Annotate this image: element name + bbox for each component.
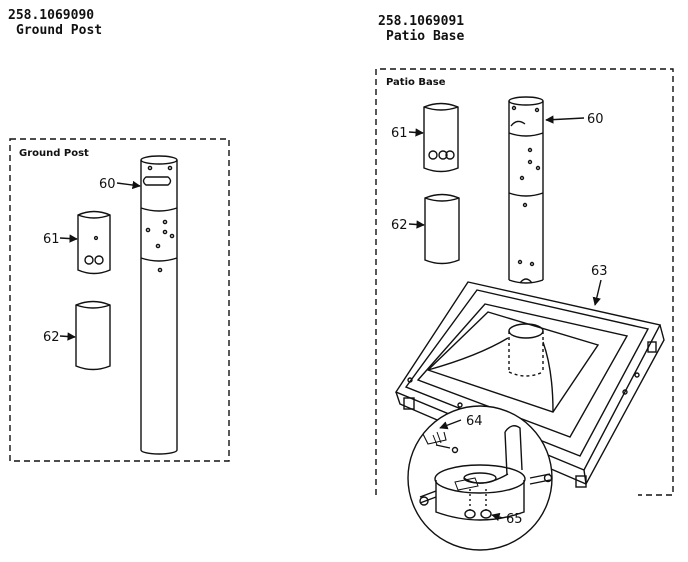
- patio-callout-62: 62: [391, 218, 408, 233]
- left-header: 258.1069090 Ground Post: [8, 8, 102, 38]
- patio-sleeve-part-61: [423, 102, 459, 173]
- ground-post-box-label: Ground Post: [19, 148, 89, 159]
- left-title: Ground Post: [16, 23, 103, 38]
- patio-callout-61: 61: [391, 126, 408, 141]
- patio-callout-60: 60: [587, 112, 604, 127]
- patio-post-part-60: [508, 96, 544, 284]
- ground-post-group: Ground Post 60 61: [9, 138, 230, 462]
- right-header: 258.1069091 Patio Base: [378, 14, 464, 44]
- ground-post-part-60: [140, 155, 178, 455]
- ground-sleeve-part-62: [75, 300, 111, 371]
- left-part-number: 258.1069090: [8, 8, 95, 23]
- patio-callout-63: 63: [591, 264, 608, 279]
- ground-callout-62: 62: [43, 330, 60, 345]
- patio-base-group: Patio Base 60 61: [375, 68, 674, 551]
- patio-callout-65: 65: [506, 512, 523, 527]
- patio-sleeve-part-62: [424, 193, 460, 265]
- patio-callout-64: 64: [466, 414, 483, 429]
- right-part-number: 258.1069091: [378, 14, 465, 29]
- patio-base-box-label: Patio Base: [386, 77, 446, 88]
- ground-post-box: [9, 138, 230, 462]
- patio-base-box: [375, 68, 674, 496]
- ground-callout-60: 60: [99, 177, 116, 192]
- patio-detail-inset: [407, 405, 553, 551]
- ground-sleeve-part-61: [77, 210, 111, 275]
- patio-base-part-63: [394, 281, 665, 488]
- ground-callout-61: 61: [43, 232, 60, 247]
- right-title: Patio Base: [386, 29, 465, 44]
